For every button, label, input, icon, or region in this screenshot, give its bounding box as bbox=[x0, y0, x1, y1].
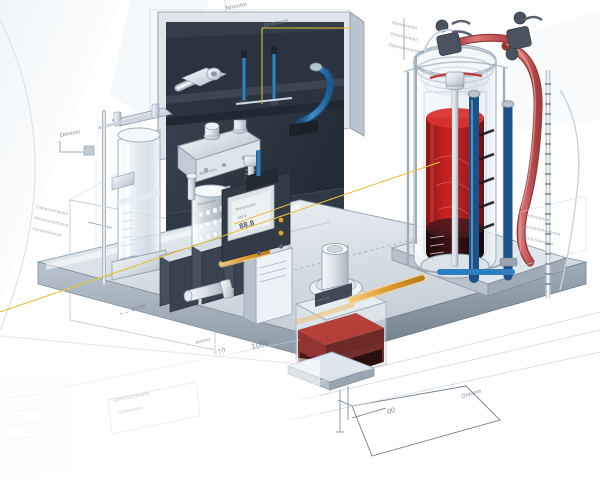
callout-leader-lines-yellow-short bbox=[233, 203, 291, 225]
callout-label-top-center-right: Onnnnnn bbox=[263, 18, 289, 29]
callout-leader-lines-yellow-top bbox=[261, 27, 352, 104]
pump-downpipe bbox=[186, 172, 197, 201]
cuvette-holder-label: nnnnn bbox=[317, 295, 330, 303]
dimension-callout-bottom-right: 00 Onnnnn bbox=[337, 385, 501, 457]
platform-marking-left: nnnnn bbox=[131, 303, 147, 312]
cuvette-neck-funnel: nnnnn bbox=[309, 243, 363, 307]
callout-label-left-group: Onnnnn bbox=[59, 129, 95, 156]
background-arc bbox=[0, 19, 36, 331]
tube-blue-secondary bbox=[499, 100, 518, 281]
indicator-led-off bbox=[278, 243, 284, 249]
foreground-edge-line bbox=[0, 335, 301, 365]
probe-blue-panel bbox=[256, 150, 261, 176]
callout-box-right bbox=[519, 195, 587, 267]
tube-blue bbox=[467, 90, 481, 283]
column-drip-arm bbox=[111, 171, 135, 191]
support-rod-diagonal bbox=[174, 67, 227, 92]
glass-column-label: Nnnnnnn bbox=[197, 198, 217, 207]
rod-side-hose bbox=[559, 89, 580, 291]
panel-screw bbox=[257, 251, 261, 255]
instrument-body-label: Nnnnnnn bbox=[199, 167, 217, 176]
foreground-fade bbox=[0, 330, 320, 480]
cuvette-pedestal-side bbox=[329, 367, 375, 391]
scale-rod-ticks bbox=[545, 83, 551, 285]
tube-blue-backdrop bbox=[297, 65, 333, 125]
valve-clamp-left bbox=[435, 19, 473, 56]
lcd-line-2: nnnn bbox=[237, 212, 248, 219]
lcd-panel: Nnnnnnnn nnnn 88.8 bbox=[221, 171, 291, 263]
graduated-scale-rod bbox=[545, 70, 580, 298]
valve-clamp-right bbox=[505, 11, 543, 61]
callout-label-left: Onnnnn bbox=[59, 129, 81, 139]
laser-beam-right bbox=[347, 273, 427, 305]
callout-marker-left bbox=[83, 145, 95, 156]
callout-leader-lines-yellow-main bbox=[0, 161, 441, 313]
callout-block-right-line-1: Onnnnnnnn bbox=[524, 212, 551, 223]
hose-top-small bbox=[423, 28, 453, 53]
probe-blue-2 bbox=[270, 46, 278, 105]
callout-block-left-line-3: Onnnnnnnnnn bbox=[32, 226, 63, 238]
indicator-led-amber-1 bbox=[278, 217, 284, 223]
scale-pin-group bbox=[336, 386, 349, 433]
callout-block-top-right-line-1: Nnnnnnnnn bbox=[392, 20, 418, 31]
vessel-graduations bbox=[477, 128, 495, 232]
callout-leader-left-label bbox=[59, 141, 84, 153]
indicator-led-amber-2 bbox=[278, 230, 284, 236]
perspective-guides-bottom bbox=[289, 311, 600, 421]
callout-label-top-center: Nnnnnn bbox=[225, 2, 247, 12]
lcd-panel-top-mount bbox=[246, 167, 278, 191]
callout-leader-left bbox=[87, 221, 113, 229]
platform-marking-center: nnnnn bbox=[195, 337, 211, 346]
tube-red bbox=[501, 41, 543, 267]
lcd-line-1: Nnnnnnnn bbox=[235, 201, 257, 212]
callout-label-bottom-right: Onnnnn bbox=[461, 389, 482, 400]
pump-head-module: Nnnnnnn bbox=[176, 119, 262, 183]
probe-mount-bar bbox=[235, 97, 293, 105]
impeller-shaft bbox=[445, 71, 465, 267]
tube-blue-port-block bbox=[289, 120, 318, 137]
dimension-marker-bottom-right: 00 bbox=[387, 407, 397, 416]
support-crossbar-left bbox=[97, 114, 149, 130]
tube-blue-fitting bbox=[309, 62, 323, 72]
callout-block-top-right-line-2: Onnnnnnnnn bbox=[390, 31, 419, 42]
platform-value-large: 1000 bbox=[250, 338, 269, 351]
optical-lens-tube bbox=[183, 279, 234, 302]
